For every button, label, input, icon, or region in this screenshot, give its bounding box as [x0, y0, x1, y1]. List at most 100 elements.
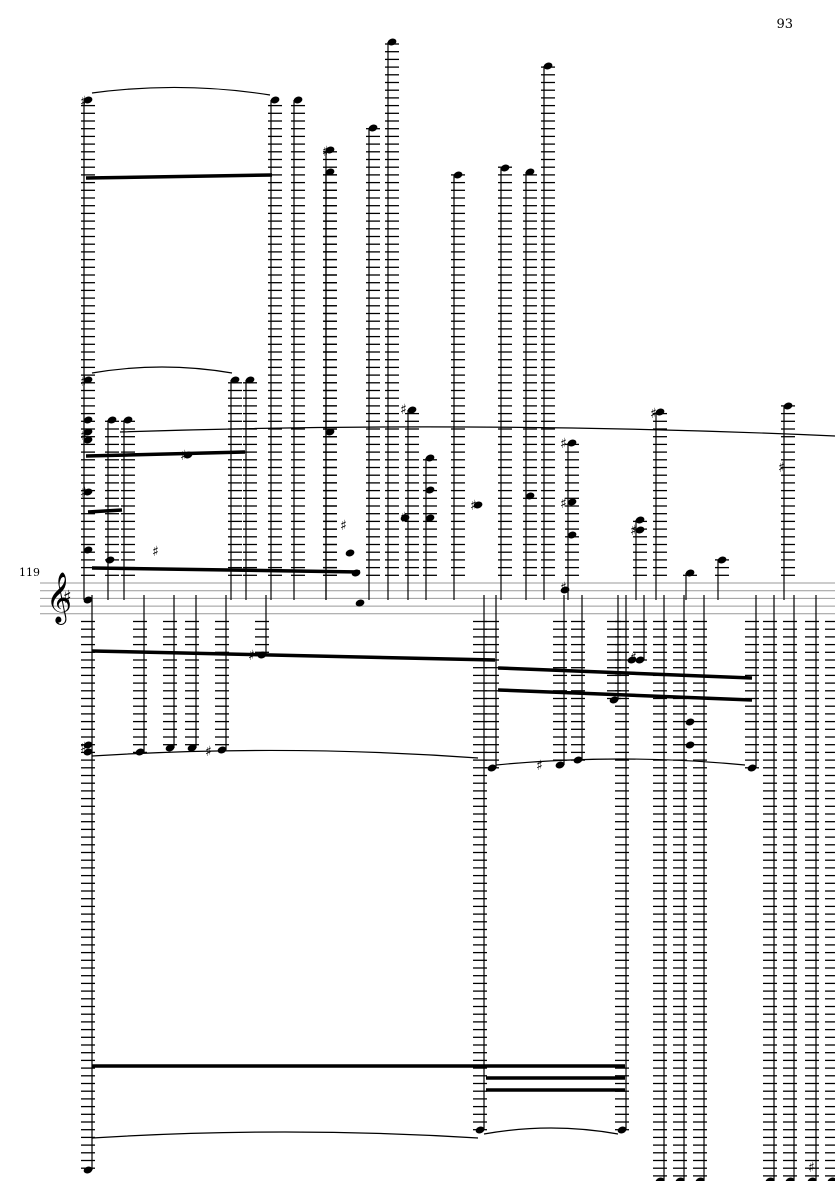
note-head	[655, 408, 665, 416]
sharp-icon: ♯	[630, 650, 637, 666]
note-head	[555, 761, 565, 769]
note-head	[473, 501, 483, 509]
beam	[85, 450, 246, 458]
ties	[91, 86, 835, 1139]
note-head	[635, 526, 645, 534]
sharp-icon: ♯	[340, 518, 347, 534]
accidentals: ♯♯♯♯♯♯♯♯♯♯♯♯♯♯♯♯♯♯♯♯♯♯♯	[80, 94, 815, 1176]
note-head	[827, 1177, 835, 1181]
sharp-icon: ♯	[560, 496, 567, 512]
note-head	[543, 62, 553, 70]
note-head	[525, 168, 535, 176]
note-head	[567, 439, 577, 447]
key-signature-sharp-icon: ♯	[63, 587, 72, 608]
tie	[119, 426, 835, 437]
note-head	[83, 741, 93, 749]
note-head	[83, 96, 93, 104]
note-head	[355, 599, 365, 607]
sharp-icon: ♯	[152, 544, 159, 560]
beam	[91, 649, 496, 662]
note-head	[609, 696, 619, 704]
sharp-icon: ♯	[180, 448, 187, 464]
note-head	[351, 569, 361, 577]
note-head	[635, 656, 645, 664]
note-head	[83, 436, 93, 444]
note-head	[475, 1126, 485, 1134]
page-number: 93	[776, 17, 793, 32]
note-head	[270, 96, 280, 104]
note-head	[453, 171, 463, 179]
note-head	[325, 146, 335, 154]
sharp-icon: ♯	[630, 523, 637, 539]
note-head	[107, 416, 117, 424]
beam	[87, 508, 123, 514]
note-head	[567, 498, 577, 506]
sharp-icon: ♯	[205, 744, 212, 760]
note-head	[83, 546, 93, 554]
note-head	[627, 656, 637, 664]
treble-clef-icon: 𝄞	[46, 572, 72, 625]
sharp-icon: ♯	[322, 144, 329, 160]
note-head	[83, 748, 93, 756]
note-head	[368, 124, 378, 132]
sharp-icon: ♯	[248, 648, 255, 664]
note-head	[747, 764, 757, 772]
staff-lines	[40, 582, 835, 615]
note-head	[83, 488, 93, 496]
note-head	[293, 96, 303, 104]
sharp-icon: ♯	[80, 485, 87, 501]
sharp-icon: ♯	[536, 758, 543, 774]
sharp-icon: ♯	[400, 510, 407, 526]
note-head	[635, 516, 645, 524]
note-head	[83, 428, 93, 436]
tie	[91, 366, 233, 374]
note-head	[245, 376, 255, 384]
note-head	[400, 514, 410, 522]
svg-text:𝄞: 𝄞	[46, 572, 72, 625]
note-head	[83, 416, 93, 424]
note-head	[105, 556, 115, 564]
tie	[91, 749, 479, 759]
note-head	[183, 451, 193, 459]
note-head	[717, 556, 727, 564]
note-heads	[83, 38, 835, 1181]
note-head	[685, 718, 695, 726]
note-head	[685, 569, 695, 577]
sharp-icon: ♯	[80, 374, 87, 390]
sharp-icon: ♯	[560, 436, 567, 452]
note-head	[500, 164, 510, 172]
sharp-icon: ♯	[470, 498, 477, 514]
note-head	[407, 406, 417, 414]
beam	[91, 566, 361, 574]
note-head	[230, 376, 240, 384]
sharp-icon: ♯	[560, 580, 567, 596]
beam	[85, 173, 273, 180]
note-head	[425, 486, 435, 494]
sharp-icon: ♯	[778, 460, 785, 476]
tie	[495, 758, 746, 766]
note-head	[325, 428, 335, 436]
note-head	[387, 38, 397, 46]
sharp-icon: ♯	[400, 402, 407, 418]
note-head	[345, 549, 355, 557]
note-head	[83, 376, 93, 384]
note-head	[165, 744, 175, 752]
svg-text:♯: ♯	[63, 587, 72, 608]
note-stems	[83, 42, 817, 1181]
note-head	[685, 741, 695, 749]
sharp-icon: ♯	[80, 740, 87, 756]
sharp-icon: ♯	[650, 406, 657, 422]
note-head	[123, 416, 133, 424]
note-head	[217, 746, 227, 754]
note-head	[487, 764, 497, 772]
sharp-icon: ♯	[808, 1160, 815, 1176]
note-head	[425, 454, 435, 462]
beam	[497, 666, 753, 680]
sharp-icon: ♯	[80, 428, 87, 444]
note-head	[325, 168, 335, 176]
note-head	[617, 1126, 627, 1134]
ledger-lines	[81, 43, 835, 1177]
note-head	[560, 586, 570, 594]
